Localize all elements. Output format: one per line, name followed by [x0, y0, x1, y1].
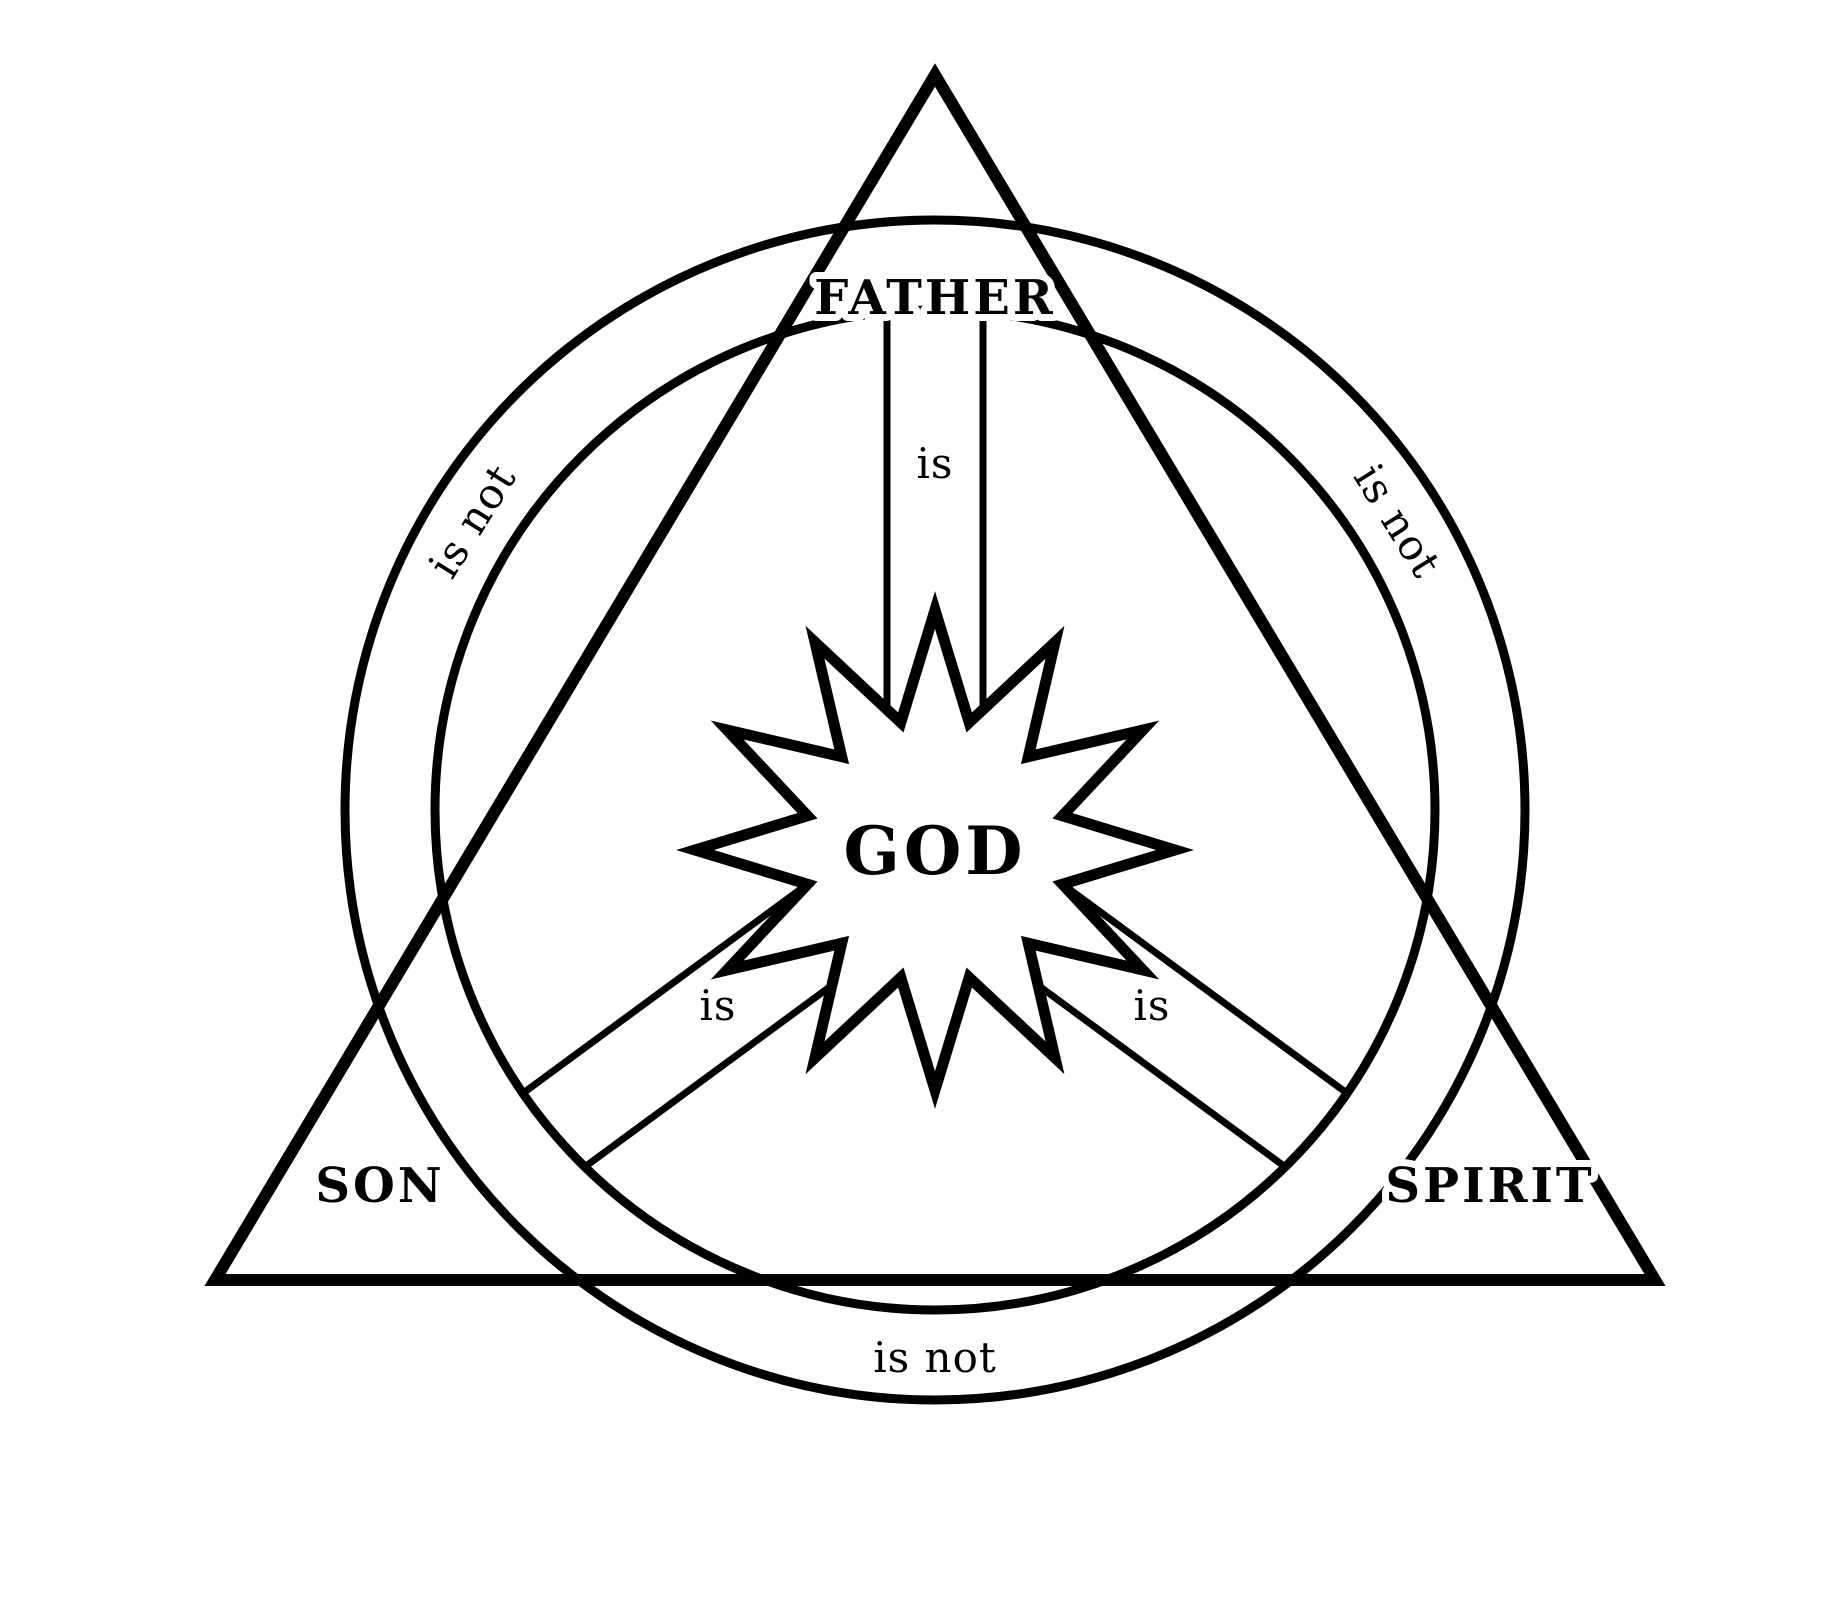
- god-starburst: [676, 591, 1194, 1109]
- son-label: SON: [315, 1158, 444, 1214]
- god-label: GOD: [843, 812, 1026, 890]
- spirit-label: SPIRIT: [1385, 1158, 1594, 1214]
- father-is-not-spirit-label: is not: [1344, 455, 1451, 586]
- father-label: FATHER: [814, 270, 1055, 326]
- labels: GOD FATHER SON SPIRIT is is is is not is…: [308, 263, 1598, 1389]
- is-not-ring: [340, 215, 1530, 1405]
- father-is-god-label: is: [917, 439, 954, 488]
- son-is-not-spirit-label: is not: [873, 1333, 997, 1382]
- son-is-god-label: is: [700, 981, 737, 1030]
- father-is-not-son-label: is not: [419, 455, 526, 586]
- trinity-triangle: [204, 63, 1666, 1286]
- inner-ring-circle: [430, 305, 1440, 1315]
- spirit-is-god-label: is: [1134, 981, 1171, 1030]
- outer-ring-circle: [340, 215, 1530, 1405]
